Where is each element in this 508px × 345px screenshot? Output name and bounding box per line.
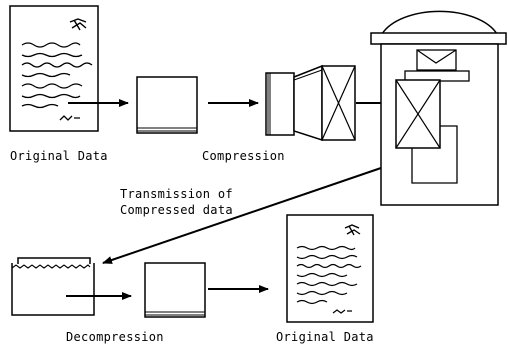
decompression-packet xyxy=(11,257,95,316)
original-document-bottom xyxy=(286,214,374,323)
label-transmission-line1: Transmission of xyxy=(120,187,233,201)
arrow-transmission xyxy=(102,167,382,264)
label-compression: Compression xyxy=(202,149,285,163)
label-transmission-line2: Compressed data xyxy=(120,203,233,217)
compressed-packet xyxy=(265,64,356,142)
paper-stack-bottom xyxy=(144,262,206,318)
label-original-data-bottom: Original Data xyxy=(276,330,374,344)
mailbox xyxy=(370,10,507,206)
paper-stack-top xyxy=(136,76,198,134)
original-document-top xyxy=(9,5,99,132)
label-decompression: Decompression xyxy=(66,330,164,344)
label-original-data-top: Original Data xyxy=(10,149,108,163)
